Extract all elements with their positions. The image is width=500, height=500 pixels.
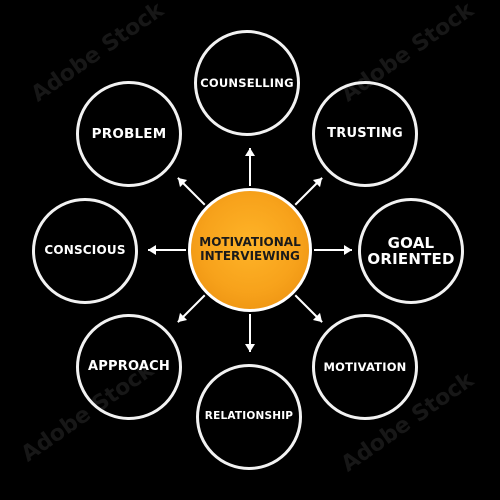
arrowhead-goal-oriented [344, 245, 352, 255]
node-counselling-label: COUNSELLING [200, 75, 294, 90]
node-goal-oriented: GOAL ORIENTED [358, 198, 464, 304]
node-goal-oriented-label: GOAL ORIENTED [367, 233, 455, 268]
node-approach: APPROACH [76, 314, 182, 420]
node-motivation-label: MOTIVATION [323, 359, 407, 374]
center-label: MOTIVATIONAL INTERVIEWING [199, 235, 301, 263]
arrowhead-conscious [148, 245, 156, 255]
node-problem: PROBLEM [76, 81, 182, 187]
node-motivation: MOTIVATION [312, 314, 418, 420]
node-conscious: CONSCIOUS [32, 198, 138, 304]
node-approach-label: APPROACH [88, 358, 170, 374]
node-trusting-label: TRUSTING [327, 125, 403, 141]
node-trusting: TRUSTING [312, 81, 418, 187]
arrowhead-approach [177, 312, 188, 323]
node-conscious-label: CONSCIOUS [44, 243, 126, 258]
center-node: MOTIVATIONAL INTERVIEWING [188, 188, 312, 312]
arrowhead-motivation [312, 312, 323, 323]
arrowhead-counselling [245, 148, 255, 156]
arrowhead-problem [177, 177, 188, 188]
node-relationship: RELATIONSHIP [196, 364, 302, 470]
node-relationship-label: RELATIONSHIP [204, 410, 294, 423]
node-counselling: COUNSELLING [194, 30, 300, 136]
arrowhead-trusting [312, 177, 323, 188]
node-problem-label: PROBLEM [91, 125, 167, 142]
arrowhead-relationship [245, 344, 255, 352]
